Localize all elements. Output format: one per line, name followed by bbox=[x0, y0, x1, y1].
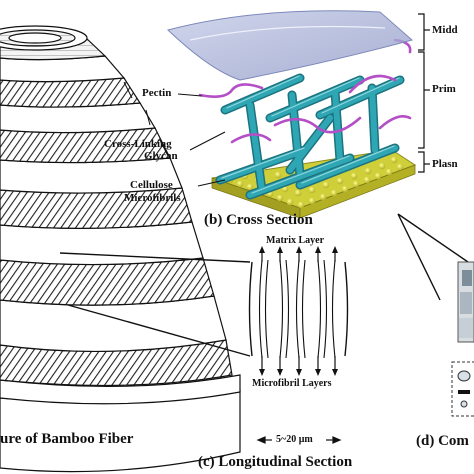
middle-lamella-sheet bbox=[167, 10, 414, 81]
layer-brackets bbox=[418, 13, 430, 173]
cellulose-label-line2: Microfibrils bbox=[124, 192, 181, 204]
cross-section-leaders bbox=[177, 93, 226, 187]
fiber-layer bbox=[0, 55, 126, 83]
dimension-label: 5~20 μm bbox=[276, 434, 313, 445]
cellulose-microfibrils bbox=[215, 73, 405, 200]
composition-partial bbox=[451, 261, 474, 417]
cross-section-model bbox=[167, 10, 417, 219]
cellulose-label-line1: Cellulose bbox=[130, 179, 173, 191]
glycan-label-line1: Cross-Linking bbox=[104, 138, 172, 150]
pectin-strands bbox=[198, 38, 412, 144]
fiber-layer bbox=[0, 77, 142, 108]
dimension-arrow bbox=[256, 436, 342, 444]
callout-lines-d bbox=[397, 213, 469, 301]
longitudinal-section bbox=[248, 250, 349, 372]
longitudinal-caption: (c) Longitudinal Section bbox=[198, 454, 353, 470]
matrix-layer-label: Matrix Layer bbox=[266, 235, 325, 246]
cross-section-caption: (b) Cross Section bbox=[204, 212, 313, 228]
fiber-top-ring bbox=[8, 32, 62, 44]
fiber-layer bbox=[0, 257, 215, 306]
callout-lines bbox=[59, 252, 251, 357]
pectin-label: Pectin bbox=[142, 87, 172, 99]
arrowheads bbox=[259, 246, 338, 376]
fiber-layer bbox=[0, 102, 157, 134]
plasma-membrane-label: Plasn bbox=[432, 158, 458, 170]
microfibril-layers-label: Microfibril Layers bbox=[252, 378, 332, 389]
middle-lamella-label: Midd bbox=[432, 24, 458, 36]
composition-caption: (d) Com bbox=[416, 433, 469, 449]
fiber-layer bbox=[0, 374, 241, 405]
glycan-label-line2: Glycan bbox=[144, 150, 178, 162]
primary-wall-label: Prim bbox=[432, 83, 456, 95]
bamboo-fiber-caption: ure of Bamboo Fiber bbox=[0, 431, 134, 447]
bamboo-fiber-cone bbox=[0, 25, 241, 473]
